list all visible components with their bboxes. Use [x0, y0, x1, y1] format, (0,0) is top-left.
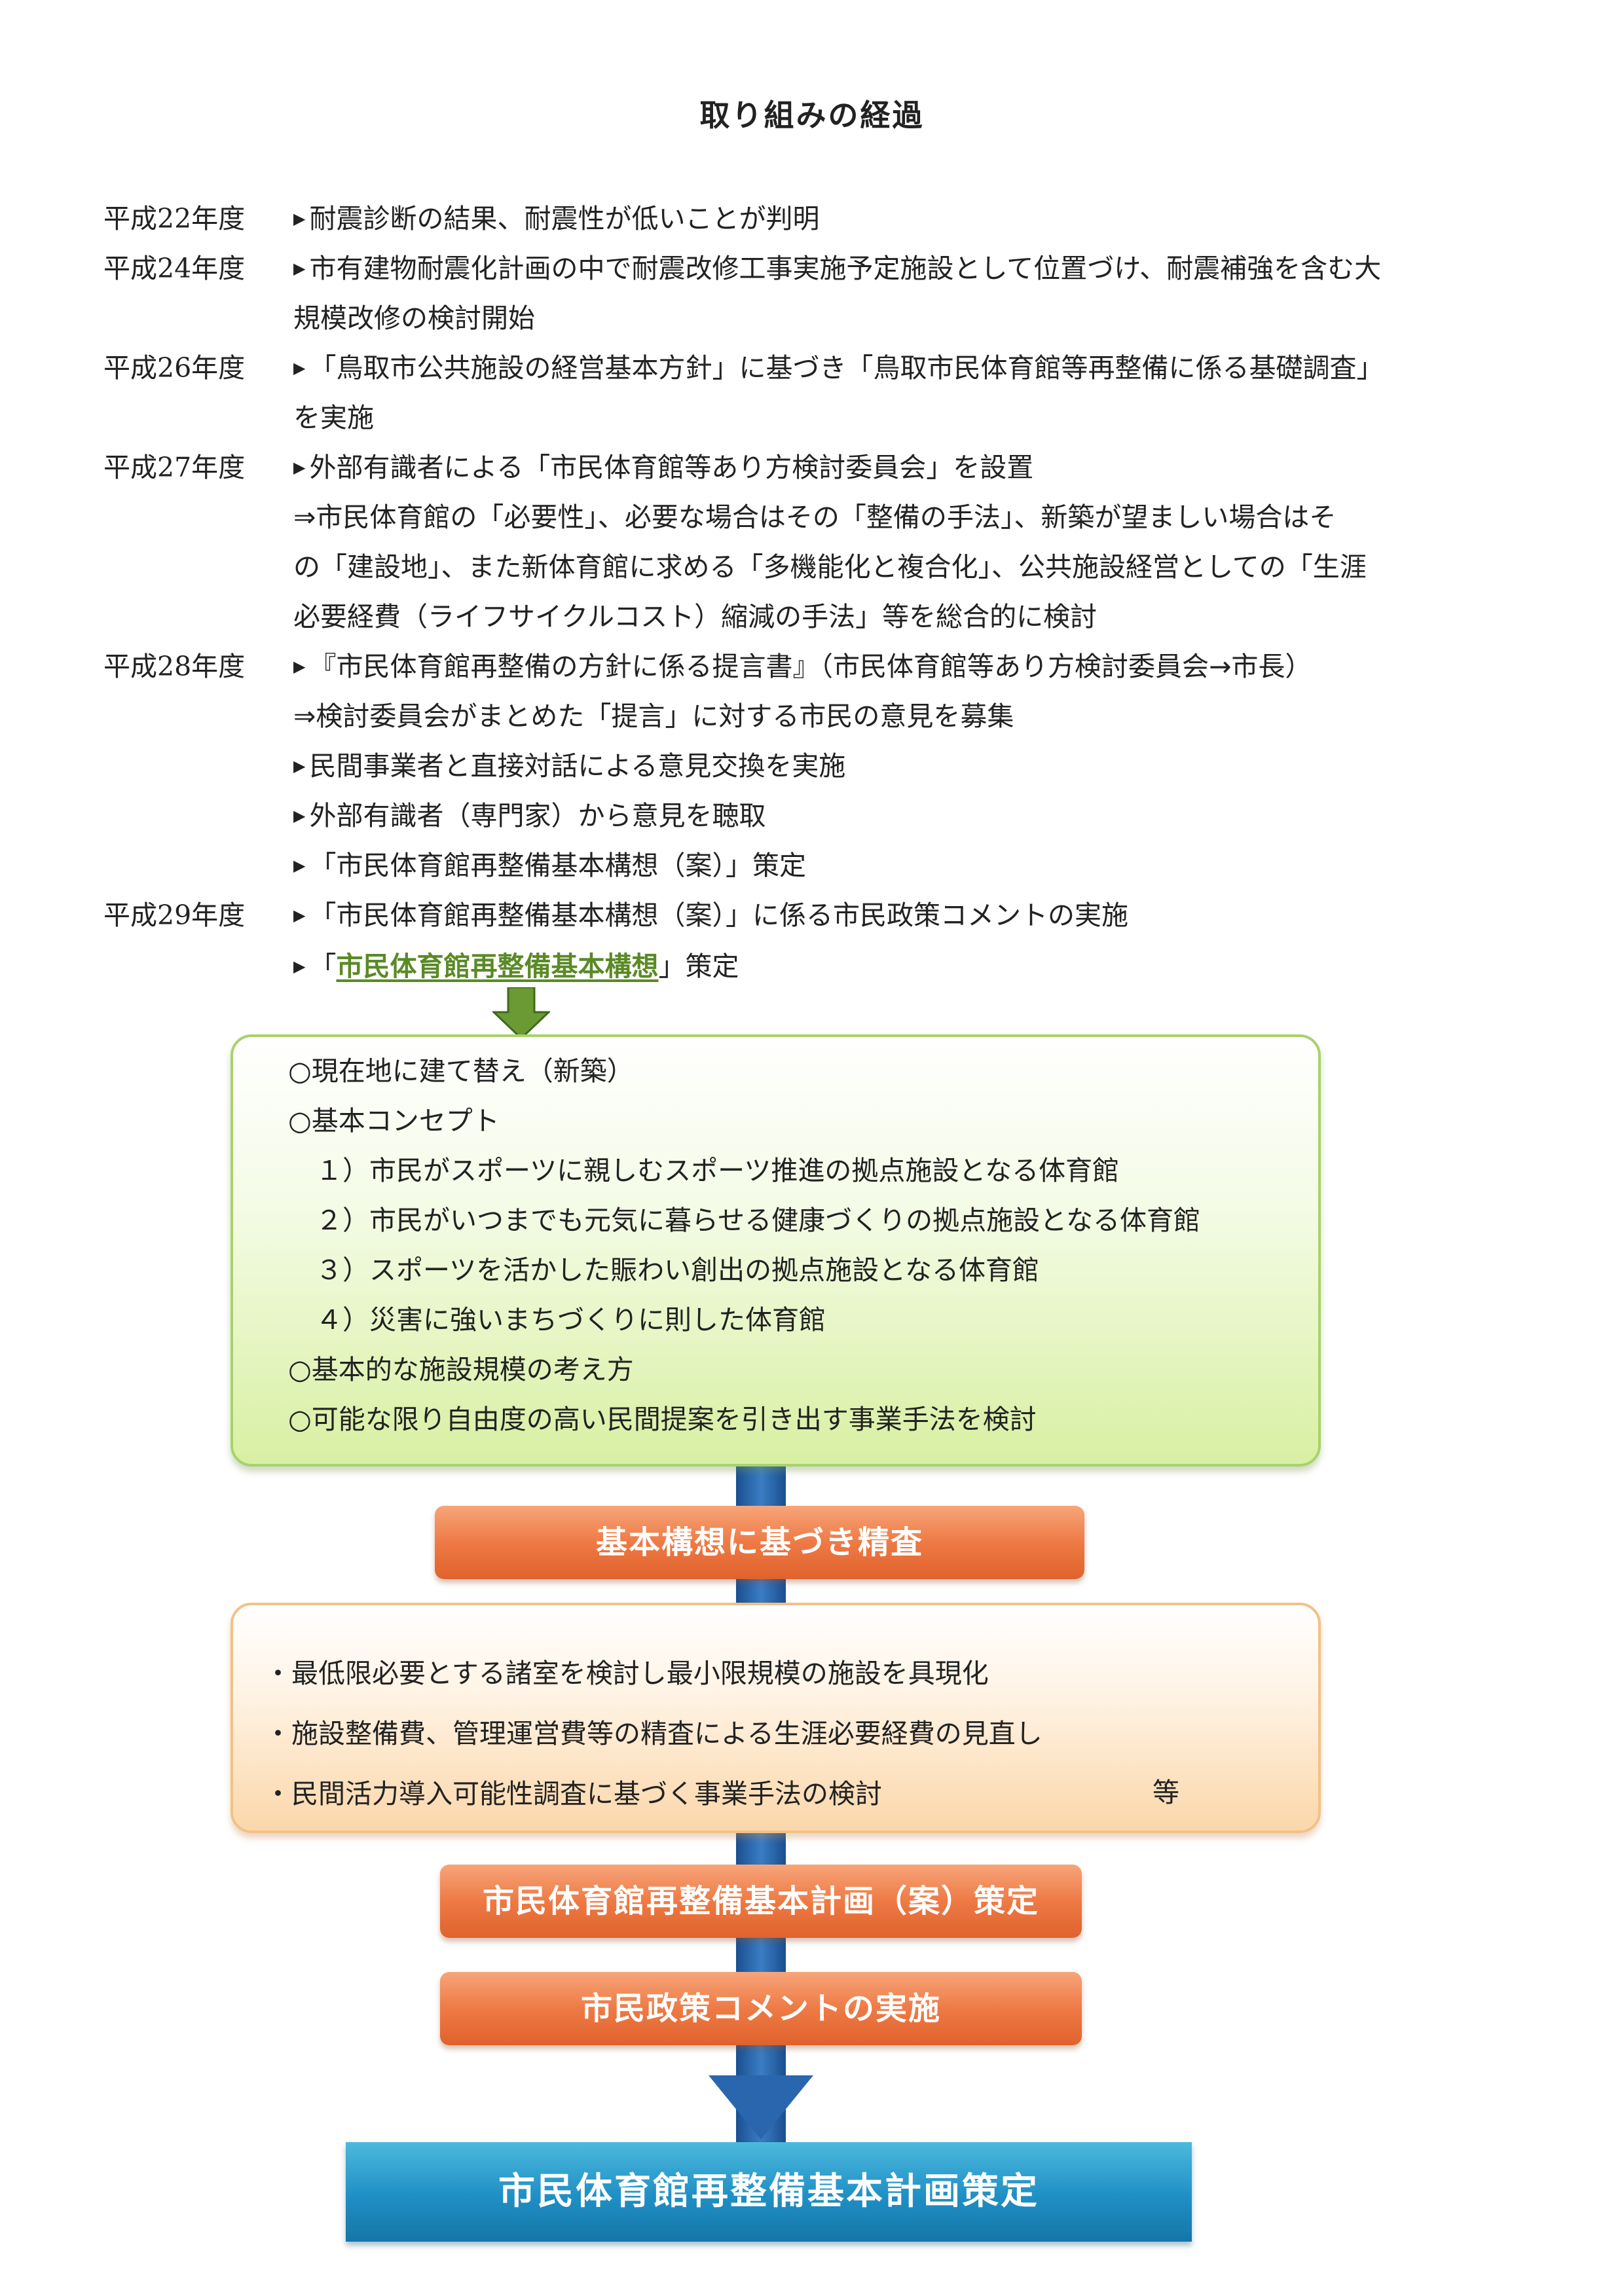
timeline-year: 平成22年度: [103, 203, 246, 234]
timeline-text: 「市民体育館再整備基本構想（案）」策定: [309, 850, 806, 881]
timeline-text: を実施: [293, 402, 374, 433]
timeline-year: 平成27年度: [103, 452, 246, 483]
timeline-text: 耐震診断の結果、耐震性が低いことが判明: [309, 203, 820, 234]
down-arrow-green-icon: [492, 987, 550, 1040]
timeline-year: 平成24年度: [103, 253, 246, 284]
triangle-bullet-icon: ▶: [293, 856, 306, 875]
triangle-bullet-icon: ▶: [293, 906, 306, 924]
timeline-text: 『市民体育館再整備の方針に係る提言書』（市民体育館等あり方検討委員会→市長）: [309, 651, 1312, 682]
review-item: ・施設整備費、管理運営費等の精査による生涯必要経費の見直し: [265, 1718, 1043, 1749]
final-plan-banner: 市民体育館再整備基本計画策定: [346, 2142, 1192, 2242]
basic-concept-highlight: 市民体育館再整備基本構想: [336, 951, 659, 982]
review-etc: 等: [1153, 1777, 1179, 1808]
page-title: 取り組みの経過: [699, 98, 925, 133]
concept-heading: ○基本コンセプト: [288, 1105, 500, 1137]
timeline-text: 「市民体育館再整備基本構想（案）」に係る市民政策コメントの実施: [309, 900, 1128, 931]
timeline-year: 平成29年度: [103, 900, 246, 931]
timeline-text: 外部有識者（専門家）から意見を聴取: [309, 800, 766, 831]
review-item: ・民間活力導入可能性調査に基づく事業手法の検討: [265, 1778, 882, 1810]
triangle-bullet-icon: ▶: [293, 359, 306, 377]
timeline-text: 民間事業者と直接対話による意見交換を実施: [309, 750, 846, 782]
timeline-year: 平成28年度: [103, 651, 246, 682]
review-box: ・最低限必要とする諸室を検討し最小限規模の施設を具現化・施設整備費、管理運営費等…: [231, 1603, 1321, 1833]
triangle-bullet-icon: ▶: [293, 458, 306, 477]
timeline-text: 市有建物耐震化計画の中で耐震改修工事実施予定施設として位置づけ、耐震補強を含む大: [309, 253, 1382, 284]
final-line-suffix: 」策定: [658, 951, 739, 982]
step-draft-plan: 市民体育館再整備基本計画（案）策定: [440, 1865, 1082, 1938]
step-public-comment: 市民政策コメントの実施: [440, 1972, 1082, 2045]
basic-concept-box: ○現在地に建て替え（新築） ○基本コンセプト １）市民がスポーツに親しむスポーツ推進…: [231, 1034, 1321, 1467]
timeline-text: の「建設地」、また新体育館に求める「多機能化と複合化」、公共施設経営としての「生…: [293, 551, 1367, 583]
concept-item: １）市民がスポーツに親しむスポーツ推進の拠点施設となる体育館: [316, 1155, 1120, 1186]
timeline-text: 「鳥取市公共施設の経営基本方針」に基づき「鳥取市民体育館等再整備に係る基礎調査」: [309, 352, 1384, 384]
down-arrow-blue-icon: [709, 2075, 813, 2140]
final-line-prefix: 「: [309, 951, 337, 982]
step-review: 基本構想に基づき精査: [435, 1506, 1084, 1579]
triangle-bullet-icon: ▶: [293, 807, 306, 825]
triangle-bullet-icon: ▶: [293, 757, 306, 775]
concept-heading: ○基本的な施設規模の考え方: [288, 1354, 634, 1385]
concept-item: ３）スポーツを活かした賑わい創出の拠点施設となる体育館: [316, 1254, 1039, 1286]
triangle-bullet-icon: ▶: [293, 210, 306, 228]
concept-heading: ○可能な限り自由度の高い民間提案を引き出す事業手法を検討: [288, 1404, 1037, 1435]
triangle-bullet-icon: ▶: [293, 259, 306, 278]
triangle-bullet-icon: ▶: [293, 957, 306, 975]
timeline-text: 必要経費（ライフサイクルコスト）縮減の手法」等を総合的に検討: [293, 601, 1098, 632]
timeline-text: 外部有識者による「市民体育館等あり方検討委員会」を設置: [309, 452, 1034, 483]
timeline-text: ⇒市民体育館の「必要性」、必要な場合はその「整備の手法」、新築が望ましい場合はそ: [293, 501, 1337, 533]
timeline-year: 平成26年度: [103, 352, 246, 384]
triangle-bullet-icon: ▶: [293, 657, 306, 676]
concept-item: ２）市民がいつまでも元気に暮らせる健康づくりの拠点施設となる体育館: [316, 1205, 1200, 1236]
concept-item: ４）災害に強いまちづくりに則した体育館: [316, 1304, 826, 1336]
review-item: ・最低限必要とする諸室を検討し最小限規模の施設を具現化: [265, 1658, 989, 1689]
timeline-text: ⇒検討委員会がまとめた「提言」に対する市民の意見を募集: [293, 701, 1014, 732]
timeline-text: 規模改修の検討開始: [293, 302, 535, 334]
concept-heading: ○現在地に建て替え（新築）: [288, 1055, 634, 1087]
